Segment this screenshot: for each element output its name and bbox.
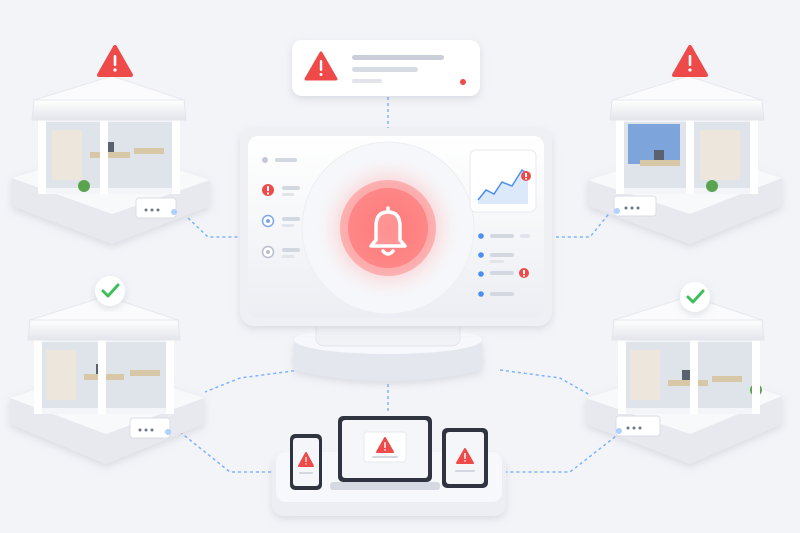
- warning-triangle-icon: [97, 45, 133, 77]
- router-icon: [135, 197, 177, 219]
- tablet-device[interactable]: [442, 428, 488, 488]
- bell-icon: [369, 206, 407, 256]
- menu-header-icon: [262, 157, 268, 163]
- central-monitor: [240, 128, 552, 381]
- feed-item[interactable]: [478, 291, 514, 297]
- check-circle-icon: [680, 282, 710, 312]
- dashboard-feed: [478, 233, 530, 297]
- feed-item[interactable]: [478, 252, 514, 263]
- notification-card[interactable]: [292, 40, 480, 96]
- site-building-top-right[interactable]: [588, 45, 782, 244]
- notification-meta-line: [352, 79, 382, 83]
- menu-item-info[interactable]: [261, 214, 301, 228]
- warning-triangle-icon: [376, 437, 394, 453]
- check-circle-icon: [95, 276, 125, 306]
- menu-item-neutral[interactable]: [261, 245, 301, 259]
- router-icon: [613, 195, 657, 217]
- router-icon: [129, 417, 171, 439]
- dashboard-chart-card[interactable]: [469, 149, 537, 213]
- chart-area: [478, 170, 528, 204]
- dashboard-menu: [261, 157, 301, 259]
- laptop-device[interactable]: [330, 416, 440, 490]
- warning-triangle-icon: [672, 45, 708, 77]
- feed-item[interactable]: [478, 233, 530, 239]
- site-building-bottom-left[interactable]: [10, 276, 204, 464]
- feed-item-alert[interactable]: [478, 268, 529, 278]
- network-links: [179, 97, 621, 473]
- plant-icon: [706, 180, 718, 192]
- menu-item-alert[interactable]: [262, 184, 300, 196]
- warning-triangle-icon: [456, 448, 474, 464]
- notification-dot: [460, 79, 466, 85]
- router-icon: [615, 415, 661, 437]
- notification-title-line: [352, 55, 444, 60]
- notification-detail-line: [352, 67, 418, 72]
- phone-device[interactable]: [290, 434, 322, 490]
- chart-line: [477, 168, 529, 201]
- site-building-bottom-right[interactable]: [586, 282, 782, 464]
- alert-hub[interactable]: [301, 141, 475, 315]
- device-platform: [272, 416, 506, 516]
- site-building-top-left[interactable]: [12, 45, 210, 244]
- plant-icon: [78, 180, 90, 192]
- warning-triangle-icon: [298, 452, 314, 467]
- warning-triangle-icon: [304, 51, 338, 81]
